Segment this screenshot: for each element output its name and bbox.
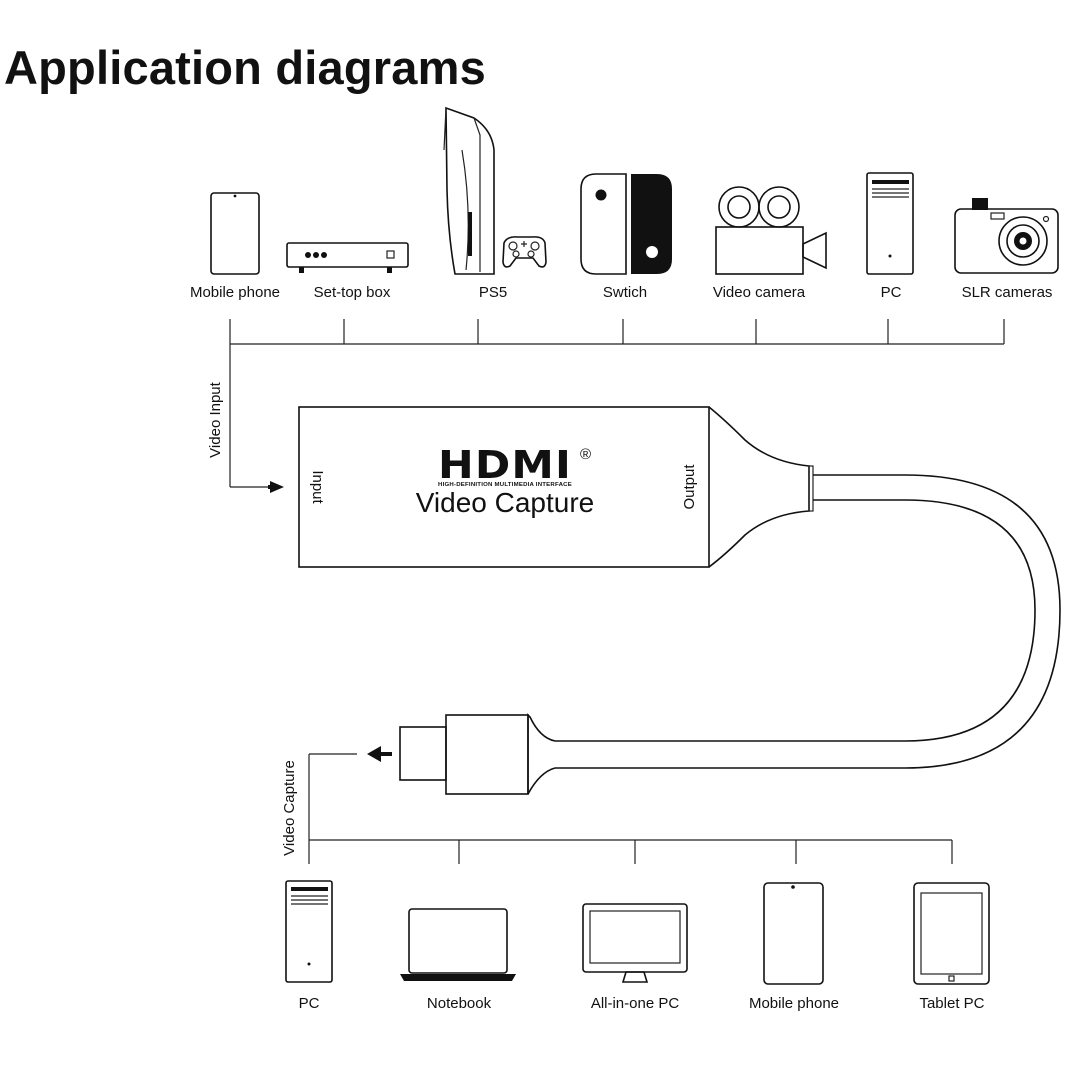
hdmi-plug [399,713,556,795]
device-label-all-in-one-pc: All-in-one PC [591,995,680,1012]
mobile-phone-icon [763,882,824,985]
output-connector-lines [308,753,953,864]
tablet-pc-icon [913,882,990,985]
output-port-label: Output [681,464,698,510]
switch-console-icon [580,173,672,275]
input-port-label: Input [309,470,326,504]
page-title: Application diagrams [4,41,486,94]
slr-camera-icon [954,198,1059,274]
device-label-video-camera: Video camera [713,284,806,301]
game-controller-icon [502,236,547,268]
device-label-pc-output: PC [299,995,320,1012]
device-label-tablet-pc: Tablet PC [919,995,984,1012]
ps5-console-icon [443,106,495,275]
hdmi-logo-tagline: HIGH-DEFINITION MULTIMEDIA INTERFACE [438,482,572,488]
device-label-mobile-phone: Mobile phone [190,284,280,301]
set-top-box-icon [286,242,409,273]
device-label-ps5: PS5 [479,284,507,301]
device-label-switch: Swtich [603,284,647,301]
video-capture-label: Video Capture [281,760,298,856]
device-label-notebook: Notebook [427,995,492,1012]
capture-device [298,406,814,568]
video-camera-icon [715,186,827,275]
pc-tower-icon [285,880,333,983]
notebook-icon [400,908,516,981]
device-label-slr-cameras: SLR cameras [962,284,1053,301]
device-label-set-top-box: Set-top box [314,284,391,301]
hdmi-logo: HDMI [438,443,572,487]
hdmi-cable [555,474,1061,769]
capture-device-name: Video Capture [416,487,595,518]
output-arrow-icon [367,746,381,762]
registered-mark: ® [580,446,591,463]
video-input-label: Video Input [207,381,224,457]
pc-tower-icon [866,172,914,275]
device-label-pc: PC [881,284,902,301]
input-arrow-icon [270,481,284,493]
all-in-one-pc-icon [582,903,688,983]
mobile-phone-icon [210,192,260,275]
device-label-mobile-phone-output: Mobile phone [749,995,839,1012]
input-connector-lines [229,319,1005,488]
